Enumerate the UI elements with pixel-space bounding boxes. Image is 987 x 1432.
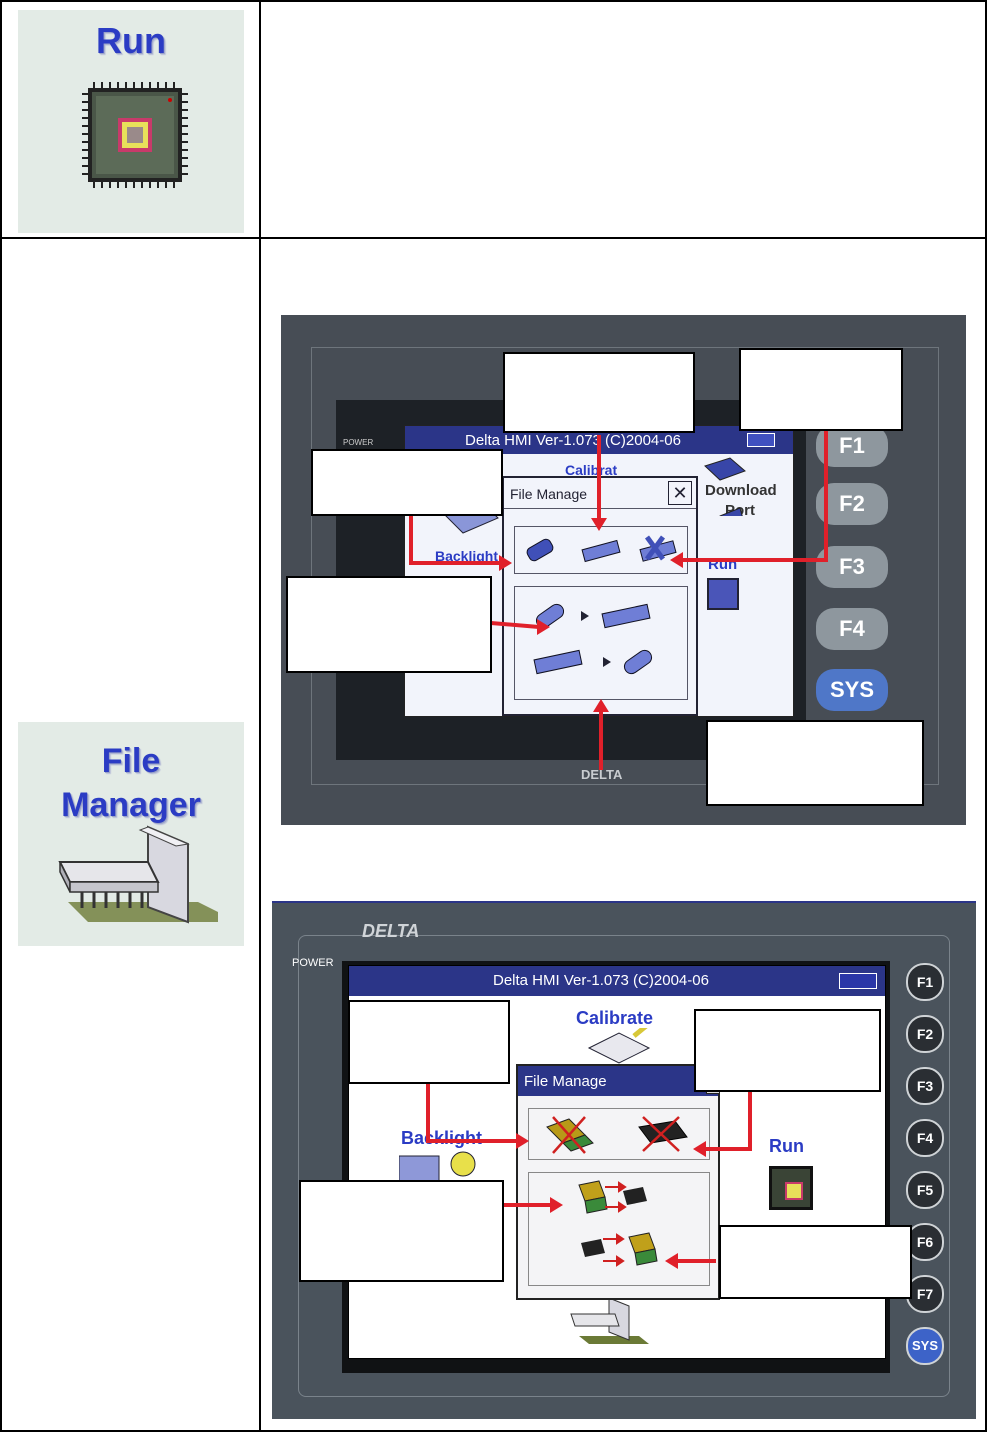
hmi2-title-bar: Delta HMI Ver-1.073 (C)2004-06 <box>349 966 885 996</box>
hmi2-delete-buttons <box>546 1116 688 1154</box>
delete-usb-button <box>526 538 554 562</box>
hmi1-calibrate-label: Calibrat <box>565 462 618 478</box>
run-icon-label: Run <box>96 20 166 61</box>
hmi2-calibrate-label: Calibrate <box>576 1008 654 1028</box>
chip-icon <box>82 82 188 188</box>
key-f5[interactable]: F5 <box>906 1171 944 1209</box>
hmi1-download-label-1: Download <box>705 482 777 499</box>
key-sys[interactable]: SYS <box>906 1327 944 1365</box>
delete-card-button <box>546 1116 594 1154</box>
callout-box-delete-all <box>739 348 903 431</box>
hmi1-backlight-label: Backlight <box>435 548 499 564</box>
hmi-screenshot-1: POWER Delta HMI Ver-1.073 (C)2004-06 Cal… <box>281 315 966 825</box>
file-manager-label-line2: Manager <box>61 786 201 824</box>
hmi2-file-manager-icon <box>570 1297 649 1344</box>
callout-box-transfer <box>286 576 492 673</box>
hmi2-title-text: Delta HMI Ver-1.073 (C)2004-06 <box>493 972 709 989</box>
table-border-top <box>0 0 987 2</box>
callout-box-delete-usb <box>311 449 503 516</box>
delete-chip-button <box>581 539 621 563</box>
chip-to-card-button <box>581 1232 658 1267</box>
callout-box-card-to-chip <box>299 1180 504 1282</box>
key-f4[interactable]: F4 <box>816 608 888 650</box>
key-f1[interactable]: F1 <box>906 963 944 1001</box>
hmi2-run-chip-icon[interactable] <box>769 1166 813 1210</box>
hmi1-arrows <box>409 425 828 770</box>
battery-icon <box>839 973 877 989</box>
battery-icon <box>747 433 775 447</box>
callout-box-delete-card <box>348 1000 510 1084</box>
key-f3[interactable]: F3 <box>906 1067 944 1105</box>
delete-x-button <box>639 535 677 562</box>
hmi-screenshot-2: DELTA POWER Delta HMI Ver-1.073 (C)2004-… <box>272 901 976 1419</box>
close-icon[interactable]: ✕ <box>668 481 692 505</box>
table-row-divider <box>0 237 987 239</box>
hmi1-run-chip-icon[interactable] <box>707 578 739 610</box>
hmi1-power-label: POWER <box>343 438 374 447</box>
hmi2-arrows <box>426 1081 752 1269</box>
hmi2-transfer-group <box>528 1172 710 1286</box>
hmi2-run-label: Run <box>769 1136 804 1156</box>
chip-document-icon <box>58 825 218 924</box>
callout-box-chip-to-card <box>719 1225 912 1299</box>
callout-box-delete-chip <box>503 352 695 433</box>
hmi1-brand-logo: DELTA <box>581 767 623 782</box>
card-to-chip-button <box>578 1180 647 1214</box>
table-border-right <box>985 0 987 1432</box>
download-port-icon <box>704 457 746 516</box>
key-f2[interactable]: F2 <box>906 1015 944 1053</box>
hmi1-title-text: Delta HMI Ver-1.073 (C)2004-06 <box>465 432 681 449</box>
hmi2-brand-logo: DELTA <box>362 921 420 941</box>
table-column-divider <box>259 0 261 1432</box>
hmi2-calibrate-icon <box>587 1028 651 1064</box>
hmi1-bezel-frame <box>311 347 939 785</box>
delete-chip-button <box>638 1116 688 1152</box>
hmi2-power-label: POWER <box>292 957 334 969</box>
callout-box-transfer-reverse <box>706 720 924 806</box>
file-manager-icon-card: File Manager <box>18 722 244 946</box>
table-border-bottom <box>0 1430 987 1432</box>
key-f4[interactable]: F4 <box>906 1119 944 1157</box>
file-manager-label-line1: File <box>101 742 161 780</box>
hmi1-delete-group <box>514 526 688 574</box>
hmi1-dialog-title: File Manage <box>510 486 588 502</box>
run-icon-card: Run <box>18 10 244 233</box>
hmi2-dialog-title: File Manage <box>524 1073 607 1090</box>
callout-box-delete-chip-2 <box>694 1009 881 1092</box>
key-sys[interactable]: SYS <box>816 669 888 711</box>
hmi2-transfer-buttons <box>578 1180 658 1267</box>
hmi1-transfer-group <box>514 586 688 700</box>
hmi1-delete-buttons <box>526 535 677 563</box>
table-border-left <box>0 0 2 1432</box>
hmi2-top-edge <box>272 901 976 903</box>
hmi1-transfer-buttons <box>533 603 653 675</box>
key-f6[interactable]: F6 <box>906 1223 944 1261</box>
hmi2-bezel-frame <box>298 935 950 1397</box>
key-f7[interactable]: F7 <box>906 1275 944 1313</box>
hmi2-delete-group <box>528 1108 710 1160</box>
